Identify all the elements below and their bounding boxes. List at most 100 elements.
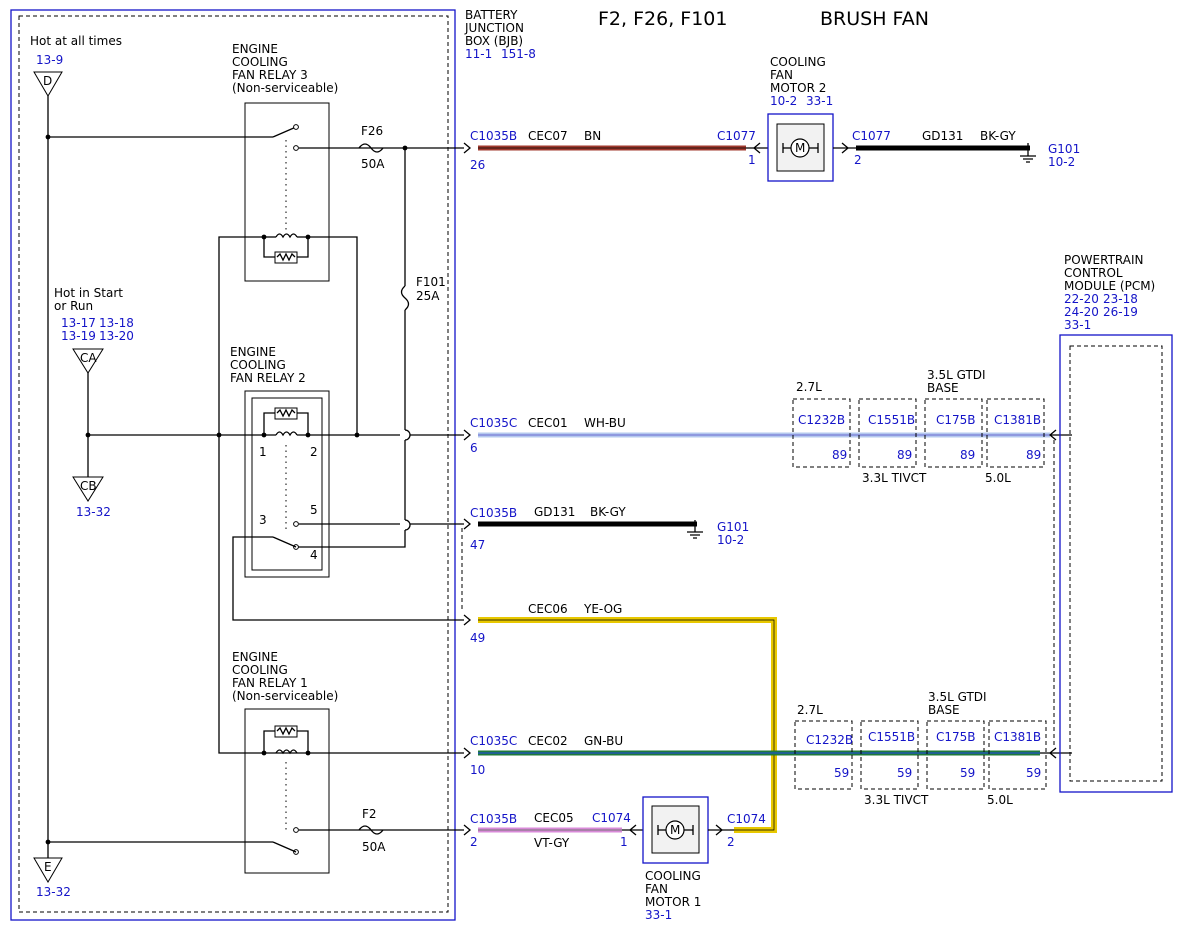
fuse-f26-name: F26 bbox=[361, 124, 383, 138]
bjb-label-2: JUNCTION bbox=[464, 21, 524, 35]
lower-33-label: 3.3L TIVCT bbox=[864, 793, 929, 807]
motor2-ground[interactable]: G101 bbox=[1048, 142, 1080, 156]
lower-conn-2[interactable]: C1551B bbox=[868, 730, 915, 744]
gd131-bjb-ground-ref[interactable]: 10-2 bbox=[717, 533, 744, 547]
gd131-bjb-ground[interactable]: G101 bbox=[717, 520, 749, 534]
pcm-outline bbox=[1059, 334, 1173, 793]
cec07-pin: 26 bbox=[470, 158, 485, 172]
relay1-label-3: FAN RELAY 1 bbox=[232, 676, 308, 690]
chevron-icon bbox=[463, 142, 472, 154]
upper-pin-2: 89 bbox=[897, 448, 912, 462]
motor2-out-conn[interactable]: C1077 bbox=[852, 129, 891, 143]
pcm-inner bbox=[1069, 345, 1163, 782]
lower-conn-1[interactable]: C1232B bbox=[806, 733, 853, 747]
motor1-out-conn[interactable]: C1074 bbox=[727, 812, 766, 826]
relay2-box-inner bbox=[251, 397, 323, 571]
relay2-pin4: 4 bbox=[310, 548, 318, 562]
chevron-icon bbox=[463, 429, 472, 441]
pcm-ref-5[interactable]: 33-1 bbox=[1064, 318, 1091, 332]
d-ref[interactable]: 13-9 bbox=[36, 53, 63, 67]
cec07-conn[interactable]: C1035B bbox=[470, 129, 517, 143]
relay3-contact-b bbox=[293, 145, 299, 151]
relay2-contact-5 bbox=[293, 521, 299, 527]
motor2-ref-1[interactable]: 10-2 bbox=[770, 94, 797, 108]
motor1-ref[interactable]: 33-1 bbox=[645, 908, 672, 922]
connector-e-letter: E bbox=[44, 860, 52, 874]
chevron-icon bbox=[715, 824, 724, 836]
upper-conn-3[interactable]: C175B bbox=[936, 413, 976, 427]
run-node-b bbox=[216, 432, 222, 438]
fuse-f101-rating: 25A bbox=[416, 289, 440, 303]
pcm-ref-4[interactable]: 26-19 bbox=[1103, 305, 1138, 319]
cec01-conn[interactable]: C1035C bbox=[470, 416, 517, 430]
relay3-label-3: FAN RELAY 3 bbox=[232, 68, 308, 82]
cec02-conn[interactable]: C1035C bbox=[470, 734, 517, 748]
motor2-ref-2[interactable]: 33-1 bbox=[806, 94, 833, 108]
lower-connector-box-1 bbox=[794, 720, 853, 790]
cec05-color: VT-GY bbox=[534, 836, 570, 850]
relay2-pin1: 1 bbox=[259, 445, 267, 459]
f101-crossover-2 bbox=[404, 519, 411, 531]
lower-pin-1: 59 bbox=[834, 766, 849, 780]
pcm-ref-3[interactable]: 24-20 bbox=[1064, 305, 1099, 319]
motor2-out-pin: 2 bbox=[854, 153, 862, 167]
lower-connector-box-4 bbox=[988, 720, 1047, 790]
relay2-coil bbox=[275, 431, 298, 437]
pcm-ref-2[interactable]: 23-18 bbox=[1103, 292, 1138, 306]
lower-conn-3[interactable]: C175B bbox=[936, 730, 976, 744]
chevron-icon bbox=[841, 142, 850, 154]
upper-conn-1[interactable]: C1232B bbox=[798, 413, 845, 427]
cec02-pin: 10 bbox=[470, 763, 485, 777]
cec06-pin: 49 bbox=[470, 631, 485, 645]
ca-ref-2[interactable]: 13-18 bbox=[99, 316, 134, 330]
lower-35-label-2: BASE bbox=[928, 703, 960, 717]
upper-35-label-2: BASE bbox=[927, 381, 959, 395]
bjb-ref-1[interactable]: 11-1 bbox=[465, 47, 492, 61]
cec07-color: BN bbox=[584, 129, 601, 143]
cec05-pin: 2 bbox=[470, 835, 478, 849]
connector-ca-letter: CA bbox=[80, 351, 97, 365]
relay2-to-cec06-wire bbox=[232, 536, 464, 621]
fuse-title: F2, F26, F101 bbox=[598, 8, 727, 30]
motor2-ground-ref[interactable]: 10-2 bbox=[1048, 155, 1075, 169]
cec07-end-conn[interactable]: C1077 bbox=[717, 129, 756, 143]
relay1-resistor-lead-l bbox=[263, 730, 275, 753]
lower-pin-3: 59 bbox=[960, 766, 975, 780]
upper-connector-box-4 bbox=[986, 398, 1045, 468]
cec07-circuit: CEC07 bbox=[528, 129, 568, 143]
motor1-label-3: MOTOR 1 bbox=[645, 895, 701, 909]
hot-run-label-2: or Run bbox=[54, 299, 93, 313]
lower-35-label-1: 3.5L GTDI bbox=[928, 690, 987, 704]
relay3-resistor-lead-r bbox=[297, 237, 309, 258]
bjb-ref-2[interactable]: 151-8 bbox=[501, 47, 536, 61]
pcm-ref-1[interactable]: 22-20 bbox=[1064, 292, 1099, 306]
upper-conn-4[interactable]: C1381B bbox=[994, 413, 1041, 427]
lower-conn-4[interactable]: C1381B bbox=[994, 730, 1041, 744]
motor2-label-3: MOTOR 2 bbox=[770, 81, 826, 95]
relay1-label-2: COOLING bbox=[232, 663, 288, 677]
cec01-color: WH-BU bbox=[584, 416, 626, 430]
motor1-out-pin: 2 bbox=[727, 835, 735, 849]
motor2-out-color: BK-GY bbox=[980, 129, 1016, 143]
upper-conn-2[interactable]: C1551B bbox=[868, 413, 915, 427]
cb-ref[interactable]: 13-32 bbox=[76, 505, 111, 519]
ca-ref-1[interactable]: 13-17 bbox=[61, 316, 96, 330]
upper-connector-box-1 bbox=[792, 398, 851, 468]
lower-27-label: 2.7L bbox=[797, 703, 823, 717]
gd131-bjb-conn[interactable]: C1035B bbox=[470, 506, 517, 520]
ca-ref-3[interactable]: 13-19 bbox=[61, 329, 96, 343]
ca-ref-4[interactable]: 13-20 bbox=[99, 329, 134, 343]
fuse-f101-name: F101 bbox=[416, 275, 446, 289]
cec05-conn[interactable]: C1035B bbox=[470, 812, 517, 826]
relay3-label-4: (Non-serviceable) bbox=[232, 81, 338, 95]
chevron-icon bbox=[463, 824, 472, 836]
cec05-end-conn[interactable]: C1074 bbox=[592, 811, 631, 825]
cec06-circuit: CEC06 bbox=[528, 602, 568, 616]
cec01-pin: 6 bbox=[470, 441, 478, 455]
e-ref[interactable]: 13-32 bbox=[36, 885, 71, 899]
upper-pin-4: 89 bbox=[1026, 448, 1041, 462]
upper-pin-3: 89 bbox=[960, 448, 975, 462]
wire-cec06[interactable] bbox=[478, 617, 777, 833]
relay1-label-1: ENGINE bbox=[232, 650, 278, 664]
lower-pin-2: 59 bbox=[897, 766, 912, 780]
